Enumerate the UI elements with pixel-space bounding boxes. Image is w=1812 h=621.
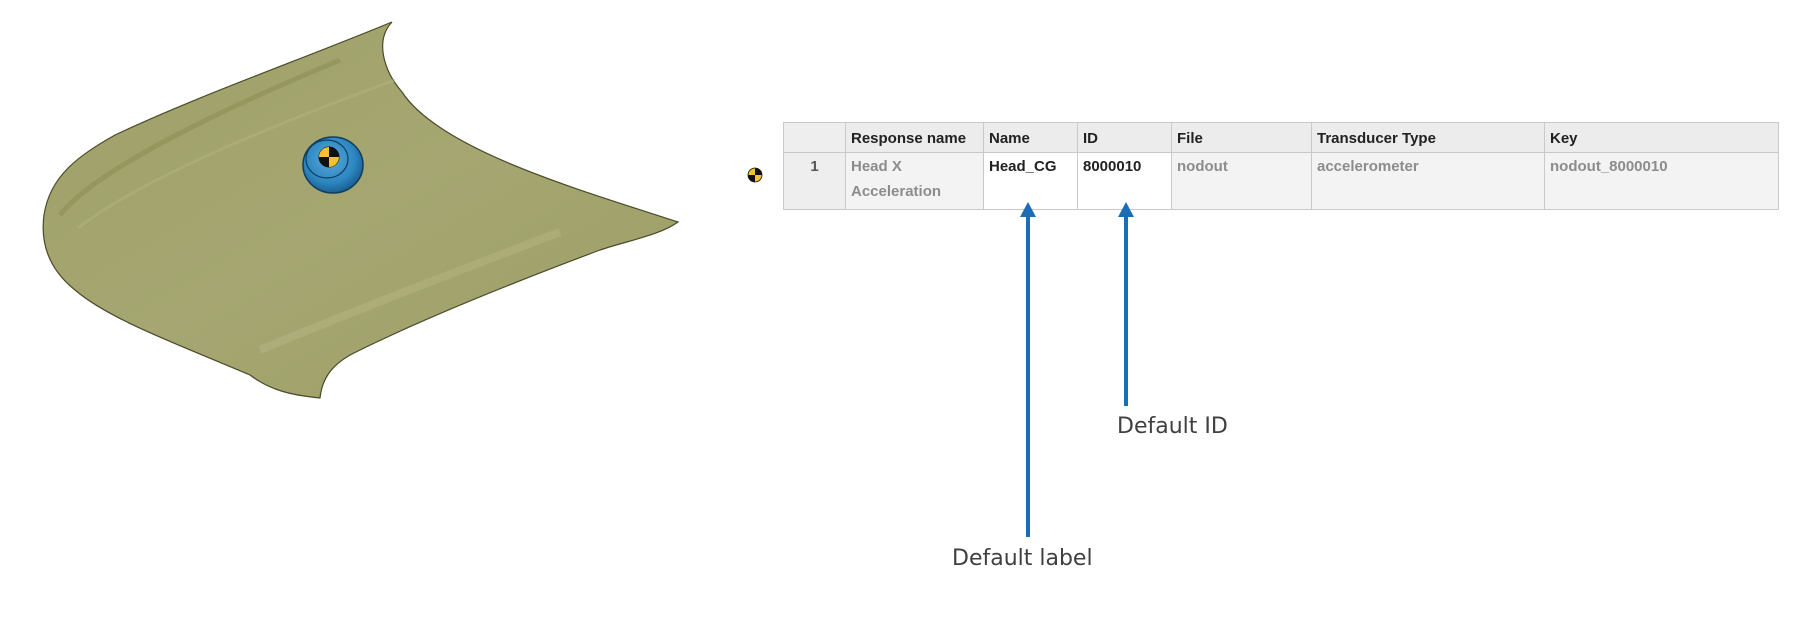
id-cell[interactable]: 8000010 — [1077, 152, 1172, 210]
crash-test-marker-icon — [747, 167, 763, 183]
response-table: Response name Name ID File Transducer Ty… — [783, 122, 1779, 210]
column-header-index — [783, 122, 846, 153]
hood-shape — [42, 21, 680, 399]
column-header-response-name[interactable]: Response name — [845, 122, 984, 153]
table-row[interactable]: 1 Head X Acceleration Head_CG 8000010 no… — [783, 152, 1779, 210]
hood-3d-view[interactable] — [0, 0, 700, 430]
row-index: 1 — [783, 152, 846, 210]
default-label-arrow — [1020, 202, 1036, 537]
response-name-cell: Head X Acceleration — [845, 152, 984, 210]
key-cell: nodout_8000010 — [1544, 152, 1779, 210]
file-cell: nodout — [1171, 152, 1312, 210]
column-header-name[interactable]: Name — [983, 122, 1078, 153]
table-header-row: Response name Name ID File Transducer Ty… — [783, 122, 1779, 153]
column-header-file[interactable]: File — [1171, 122, 1312, 153]
response-name-line2: Acceleration — [851, 183, 942, 200]
default-id-annotation: Default ID — [1117, 414, 1228, 439]
accelerometer-icon[interactable] — [302, 136, 364, 194]
column-header-key[interactable]: Key — [1544, 122, 1779, 153]
column-header-id[interactable]: ID — [1077, 122, 1172, 153]
name-cell[interactable]: Head_CG — [983, 152, 1078, 210]
column-header-transducer-type[interactable]: Transducer Type — [1311, 122, 1545, 153]
default-label-annotation: Default label — [952, 546, 1093, 571]
response-name-line1: Head X — [851, 158, 902, 175]
transducer-type-cell: accelerometer — [1311, 152, 1545, 210]
default-id-arrow — [1118, 202, 1134, 406]
